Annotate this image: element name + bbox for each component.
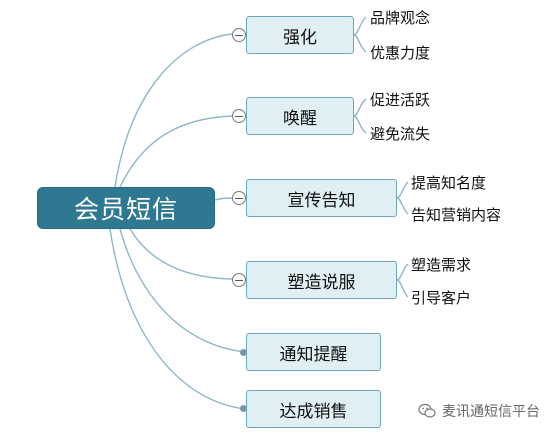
leaf-node[interactable]: 引导客户 xyxy=(411,289,472,307)
collapse-toggle-icon[interactable] xyxy=(232,273,246,287)
branch-node-strengthen[interactable]: 强化 xyxy=(246,16,354,54)
branch-node-persuade[interactable]: 塑造说服 xyxy=(246,261,397,299)
collapse-toggle-icon[interactable] xyxy=(232,28,246,42)
branch-node-label: 塑造说服 xyxy=(287,272,356,293)
chat-bubbles-icon xyxy=(418,403,436,418)
connector-dot xyxy=(240,349,247,356)
leaf-node[interactable]: 避免流失 xyxy=(370,125,431,143)
collapse-toggle-icon[interactable] xyxy=(232,191,246,205)
root-node-label: 会员短信 xyxy=(73,195,178,224)
branch-node-publicize[interactable]: 宣传告知 xyxy=(246,179,397,217)
branch-node-label: 通知提醒 xyxy=(279,344,348,365)
watermark-text: 麦讯通短信平台 xyxy=(442,404,540,420)
leaf-node[interactable]: 优惠力度 xyxy=(370,44,431,62)
branch-node-awaken[interactable]: 唤醒 xyxy=(246,97,354,135)
leaf-node[interactable]: 塑造需求 xyxy=(411,256,472,274)
leaf-node[interactable]: 促进活跃 xyxy=(370,91,431,109)
branch-node-label: 宣传告知 xyxy=(287,190,356,211)
branch-node-label: 强化 xyxy=(283,27,317,48)
collapse-toggle-icon[interactable] xyxy=(232,109,246,123)
connector-dot xyxy=(240,405,247,412)
leaf-node[interactable]: 品牌观念 xyxy=(370,9,431,27)
leaf-node[interactable]: 提高知名度 xyxy=(411,174,487,192)
branch-node-label: 唤醒 xyxy=(283,108,317,129)
watermark: 麦讯通短信平台 xyxy=(418,398,540,424)
leaf-node[interactable]: 告知营销内容 xyxy=(411,206,502,224)
root-node[interactable]: 会员短信 xyxy=(37,187,215,229)
branch-node-label: 达成销售 xyxy=(279,401,348,422)
branch-node-notify[interactable]: 通知提醒 xyxy=(246,333,381,371)
branch-node-close-sale[interactable]: 达成销售 xyxy=(246,390,381,428)
